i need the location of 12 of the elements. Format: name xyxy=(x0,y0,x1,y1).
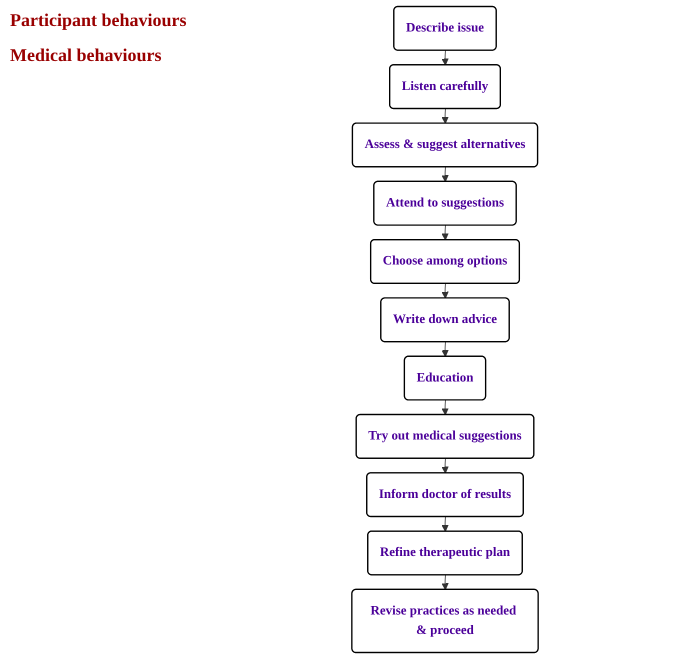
arrow xyxy=(442,342,449,357)
column-heading: Participant behaviours xyxy=(10,10,188,31)
column-heading: Medical behaviours xyxy=(10,45,162,66)
arrow xyxy=(442,516,449,532)
arrow xyxy=(442,400,449,416)
arrow xyxy=(442,458,449,474)
arrow xyxy=(442,225,449,240)
arrow xyxy=(442,50,449,66)
arrow xyxy=(442,166,449,182)
arrow xyxy=(442,283,449,299)
arrow xyxy=(442,108,449,124)
arrow xyxy=(442,574,449,590)
